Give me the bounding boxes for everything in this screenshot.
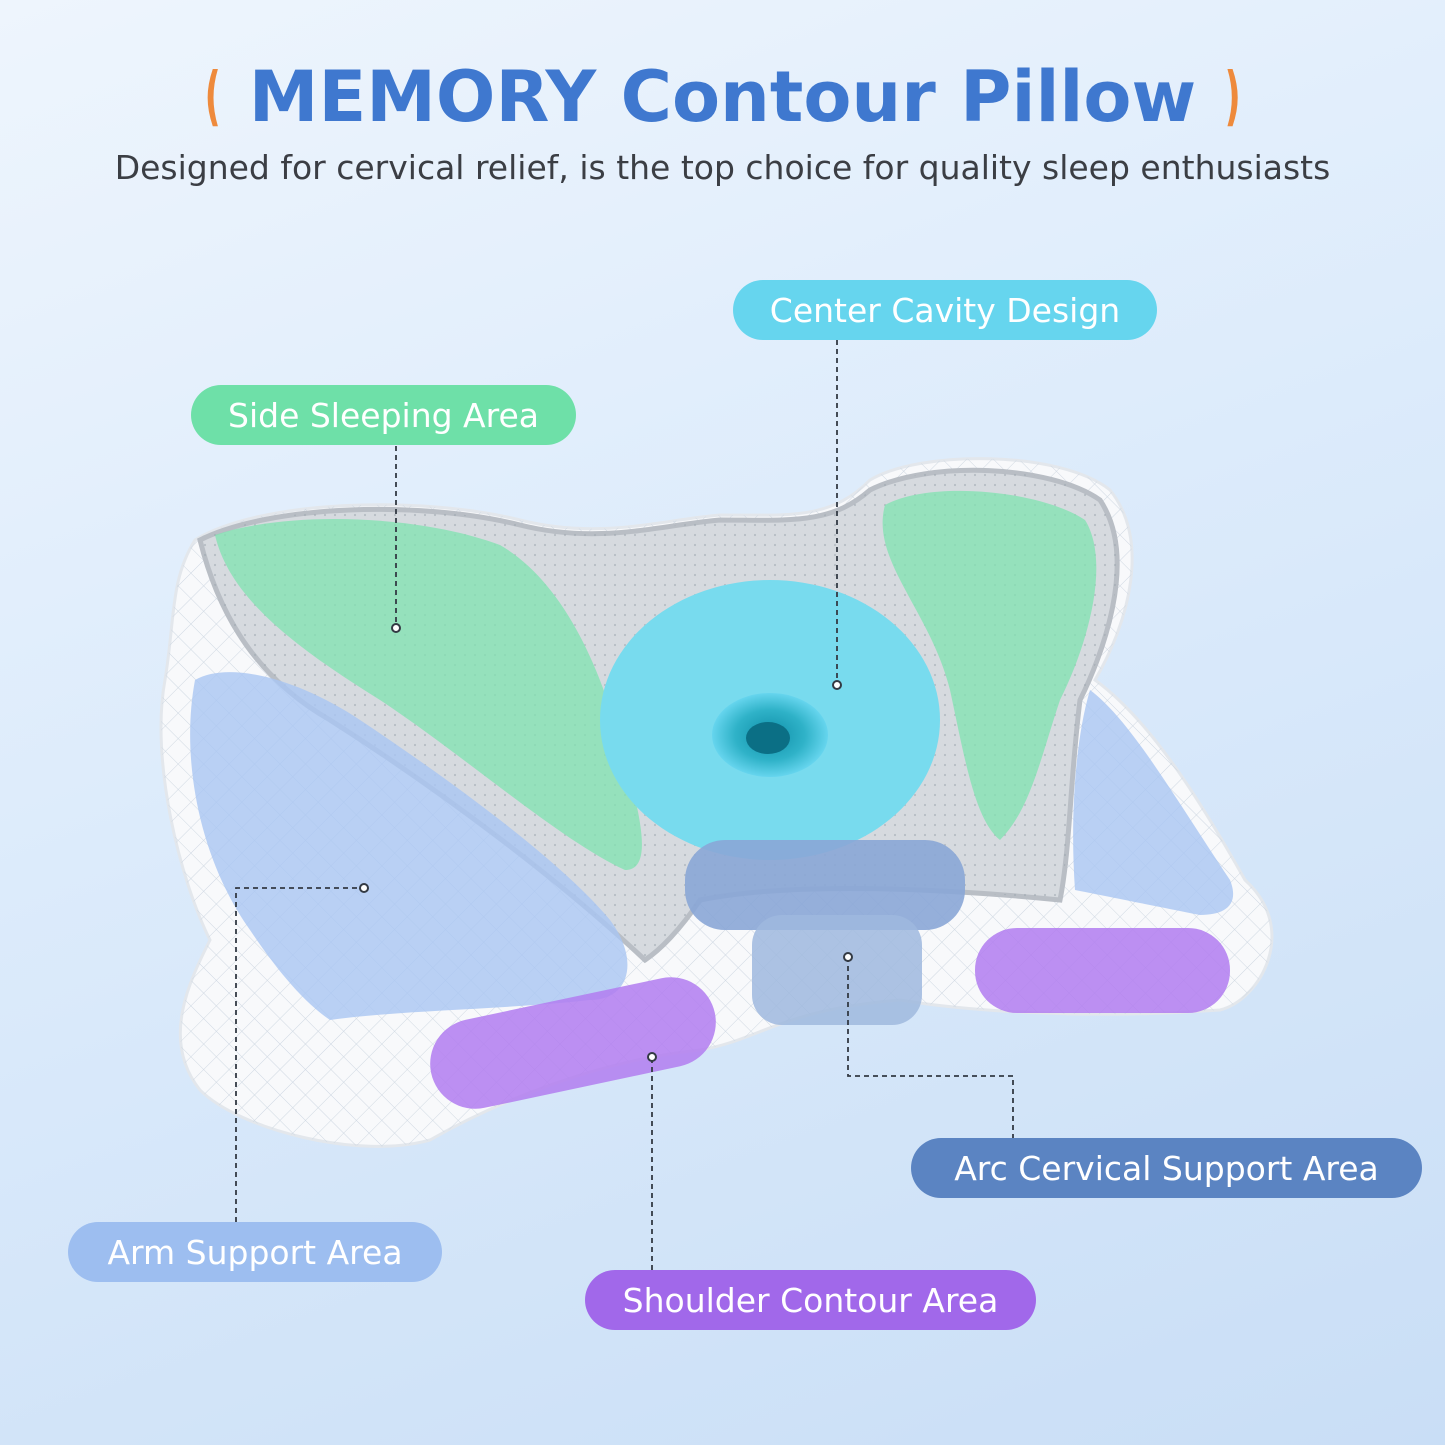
shoulder-contour-zone-left: [430, 977, 716, 1109]
side-sleeping-zone-left: [215, 518, 642, 870]
dot-arc-cervical: [843, 952, 853, 962]
center-cavity-hole-inner: [746, 722, 790, 754]
shoulder-contour-zone-right: [975, 928, 1230, 1013]
center-cavity-label: Center Cavity Design: [733, 280, 1157, 340]
arc-cervical-front-zone: [752, 915, 922, 1025]
arm-support-zone-right: [1073, 690, 1234, 915]
arc-cervical-label: Arc Cervical Support Area: [911, 1138, 1422, 1198]
dot-side-sleeping: [391, 623, 401, 633]
side-sleeping-zone-right: [882, 490, 1097, 840]
arm-support-label: Arm Support Area: [68, 1222, 442, 1282]
dot-center-cavity: [832, 680, 842, 690]
leader-dots: [359, 623, 853, 1062]
side-sleeping-label: Side Sleeping Area: [191, 385, 576, 445]
arc-cervical-top-zone: [685, 840, 965, 930]
page-subtitle: Designed for cervical relief, is the top…: [114, 148, 1331, 187]
shoulder-contour-label: Shoulder Contour Area: [585, 1270, 1036, 1330]
title-row: ( MEMORY Contour Pillow ): [0, 52, 1445, 142]
leader-lines: [235, 340, 1014, 1270]
arm-support-zone-left: [190, 672, 628, 1020]
dot-arm-support: [359, 883, 369, 893]
page-title: MEMORY Contour Pillow: [248, 56, 1197, 138]
dot-shoulder-contour: [647, 1052, 657, 1062]
title-bracket-right: ): [1224, 60, 1241, 134]
title-bracket-left: (: [204, 60, 221, 134]
leader-arm-support: [235, 887, 364, 1222]
leader-arc-cervical: [847, 957, 1014, 1138]
